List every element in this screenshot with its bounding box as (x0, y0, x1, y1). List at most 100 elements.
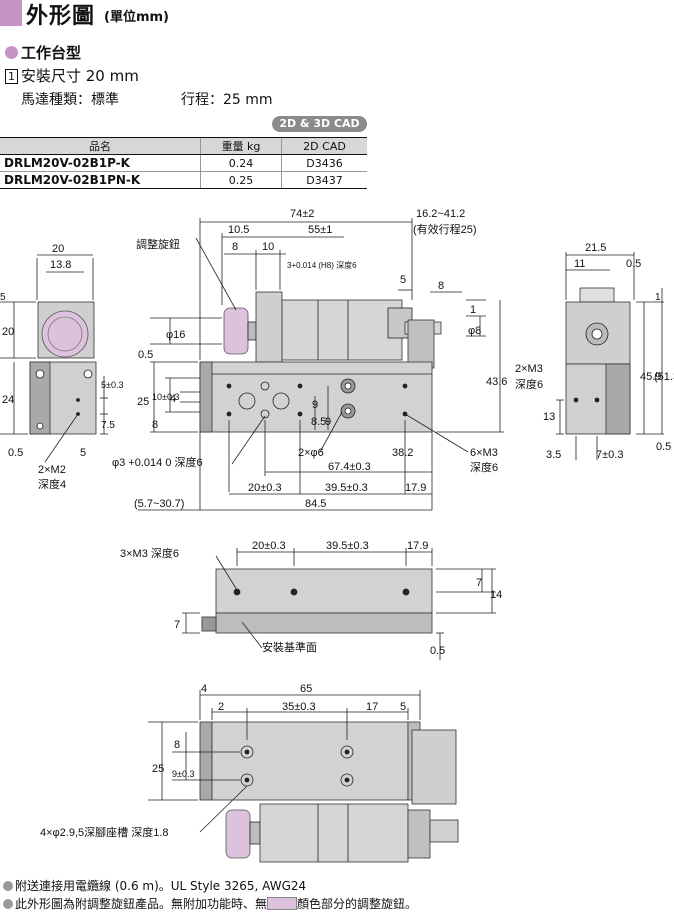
product-name: DRLM20V-02B1P-K (0, 154, 201, 172)
footnote-2: 此外形圖為附調整旋鈕產品。無附加功能時、無 顏色部分的調整旋鈕。 (3, 895, 417, 912)
dim-label: 35±0.3 (282, 701, 316, 713)
item-number-box: 1 (5, 69, 18, 84)
weight-value: 0.25 (200, 171, 282, 189)
callout: 3×M3 深度6 (120, 546, 179, 560)
dim-label: 13 (543, 411, 555, 423)
callout: φ3 +0.014 0 深度6 (112, 455, 203, 469)
dim-label: (有效行程25) (413, 222, 477, 236)
right-end-view: 21.5 11 0.5 1 45.9 (51.3) 13 3.5 7±0.3 0… (515, 242, 674, 461)
product-name: DRLM20V-02B1PN-K (0, 171, 201, 189)
dim-label: 21.5 (585, 242, 606, 254)
weight-value: 0.24 (200, 154, 282, 172)
dim-label: 2 (218, 701, 224, 713)
callout: 6×M3 (470, 447, 498, 459)
dim-label: 20 (52, 243, 64, 255)
dim-label: 55±1 (308, 224, 332, 236)
dim-label: 8 (152, 419, 158, 431)
dim-label: 20±0.3 (248, 482, 282, 494)
dim-label: 17.9 (405, 482, 426, 494)
dim-label: 1 (655, 292, 661, 303)
col-header-weight: 重量 kg (200, 137, 282, 155)
table-row: DRLM20V-02B1PN-K 0.25 D3437 (0, 171, 367, 189)
dim-label: 1 (470, 304, 476, 316)
dim-label: 17.9 (407, 540, 428, 552)
dim-label: 24 (2, 394, 14, 406)
dim-label: 43.6 (486, 376, 507, 388)
callout: 深度6 (515, 377, 543, 391)
footnote-bullet-icon (3, 881, 13, 891)
dim-label: 3+0.014 (H8) 深度6 (287, 260, 357, 270)
dim-label: 8.5 (311, 416, 326, 428)
knob-label: 調整旋鈕 (136, 237, 180, 251)
dim-label: 25 (137, 396, 149, 408)
bottom-view: 4 65 2 35±0.3 17 5 8 25 9±0.3 4×φ2.9,5深腳… (40, 683, 459, 863)
dim-label: 39.5±0.3 (326, 540, 369, 552)
dim-label: 45.9 (640, 371, 661, 383)
cad-link[interactable]: D3436 (281, 154, 367, 172)
footnote-text: 顏色部分的調整旋鈕。 (297, 897, 418, 911)
cad-link[interactable]: D3437 (281, 171, 367, 189)
dim-label: 0.5 (656, 441, 671, 453)
page-unit-note: (單位mm) (104, 10, 169, 25)
section-bullet-icon (5, 46, 18, 59)
dim-label: 84.5 (305, 498, 326, 510)
dim-label: 67.4±0.3 (328, 461, 371, 473)
col-header-cad: 2D CAD (281, 137, 367, 155)
callout: 深度4 (38, 477, 66, 491)
dim-label: 39.5±0.3 (325, 482, 368, 494)
footnote-text: 此外形圖為附調整旋鈕產品。無附加功能時、無 (15, 897, 268, 911)
dim-label: 5 (400, 701, 406, 713)
cad-badge[interactable]: 2D & 3D CAD (272, 116, 367, 132)
callout: 2×φ6 (298, 447, 324, 459)
footnote-text: 附送連接用電纜線 (0.6 m)。UL Style 3265, AWG24 (15, 879, 307, 893)
item-title: 安裝尺寸 20 mm (21, 67, 139, 85)
dim-label: 4 (170, 393, 176, 405)
dim-label: 5±0.3 (101, 380, 123, 390)
dim-label: (5.7~30.7) (134, 498, 184, 510)
dim-label: 13.8 (50, 259, 71, 271)
dim-label: 7±0.3 (596, 449, 623, 461)
page-title: 外形圖 (26, 4, 96, 29)
dim-label: 9 (325, 416, 331, 428)
dim-label: 8 (232, 241, 238, 253)
dim-label: 8 (174, 739, 180, 751)
dim-label: 10±0.3 (152, 392, 179, 402)
dim-label: 8 (438, 280, 444, 292)
callout: 2×M2 (38, 464, 66, 476)
dim-label: 0.5 (138, 349, 153, 361)
motor-type: 馬達種類：標準 (21, 92, 119, 108)
dim-label: 65 (300, 683, 312, 695)
dim-label: φ16 (166, 329, 185, 341)
dim-label: 7.5 (101, 420, 115, 431)
callout: 2×M3 (515, 363, 543, 375)
callout: 4×φ2.9,5深腳座槽 深度1.8 (40, 825, 169, 839)
dim-label: 74±2 (290, 208, 314, 220)
dim-label: 0.5 (430, 645, 445, 657)
dim-label: 10.5 (228, 224, 249, 236)
dim-label: 7 (476, 577, 482, 589)
stroke-spec: 行程：25 mm (181, 92, 273, 108)
table-row: DRLM20V-02B1P-K 0.24 D3436 (0, 154, 367, 172)
dim-label: 7 (174, 619, 180, 631)
dim-label: 20 (2, 326, 14, 338)
dim-label: 38.2 (392, 447, 413, 459)
spec-table: 品名 重量 kg 2D CAD DRLM20V-02B1P-K 0.24 D34… (0, 137, 367, 189)
footnote-bullet-icon (3, 899, 13, 909)
dim-label: 25 (152, 763, 164, 775)
dim-label: 16.2~41.2 (416, 208, 465, 220)
side-view: 3×M3 深度6 20±0.3 39.5±0.3 17.9 7 14 7 0.5… (120, 540, 502, 660)
front-view: 74±2 16.2~41.2 (有效行程25) 10.5 55±1 8 10 3… (112, 208, 507, 511)
footnote-1: 附送連接用電纜線 (0.6 m)。UL Style 3265, AWG24 (3, 877, 306, 894)
dim-label: 17 (366, 701, 378, 713)
dim-label: 0.5 (626, 258, 641, 270)
dim-label: 9±0.3 (172, 769, 194, 779)
dim-label: 5 (400, 274, 406, 286)
dim-label: 14 (490, 589, 502, 601)
dim-label: 3.5 (546, 449, 561, 461)
section-title: 工作台型 (21, 44, 82, 62)
dim-label: 4 (201, 683, 207, 695)
ref-label: 安裝基準面 (262, 640, 317, 654)
col-header-product: 品名 (0, 137, 201, 155)
dim-label: 11 (574, 258, 585, 270)
